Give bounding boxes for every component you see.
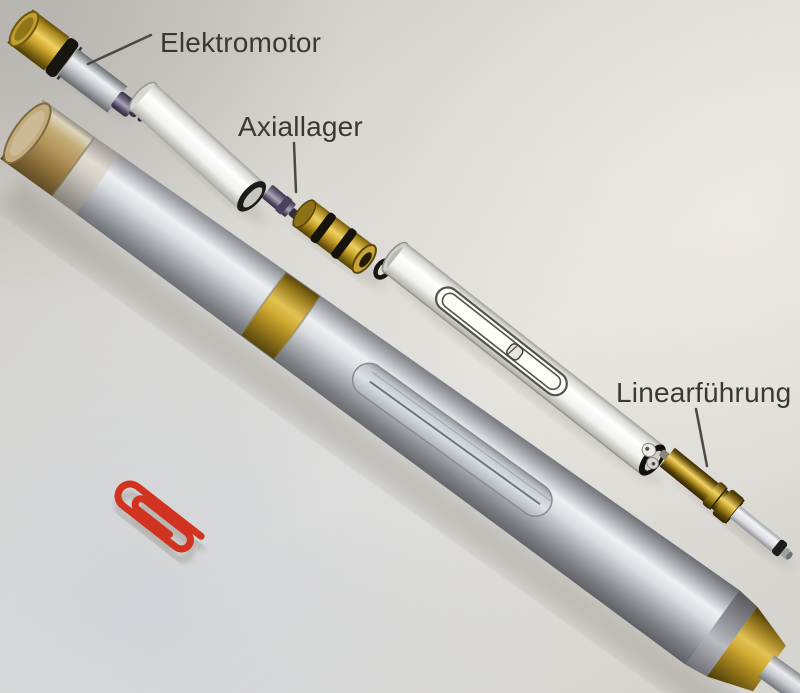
slot-pin-seam	[507, 345, 518, 355]
coupling-body	[262, 185, 296, 217]
cap-body-seam	[52, 137, 95, 196]
guide-collar	[712, 489, 744, 524]
main-cylinder-shoulder	[685, 590, 758, 677]
paperclip-wire	[114, 480, 205, 553]
guide-collar	[702, 482, 727, 509]
paperclip	[114, 480, 206, 563]
fragment	[641, 442, 657, 458]
tube-bottom-edge	[383, 271, 642, 475]
milled-slot-highlight	[371, 371, 551, 502]
label-elektromotor: Elektromotor	[160, 27, 321, 58]
cap-face-center	[10, 110, 45, 156]
milled-slot-seam	[369, 380, 541, 506]
bearing-groove	[310, 212, 336, 244]
tube-short-body	[130, 83, 265, 210]
motor-o-ring	[45, 38, 79, 78]
leader-line-elektromotor	[86, 33, 153, 66]
main-cylinder-shadow	[0, 177, 768, 693]
housing-tube-short	[128, 81, 267, 212]
leader-line-linearfuehrung	[694, 407, 709, 468]
motor-body	[57, 48, 128, 113]
label-axiallager: Axiallager	[238, 111, 363, 142]
main-cylinder	[0, 99, 800, 693]
tube-top-edge	[406, 243, 664, 447]
bearing-bore	[359, 252, 372, 268]
coupling-collar	[275, 196, 293, 215]
slot-window-inner	[441, 292, 562, 391]
gold-band-edge	[240, 272, 287, 335]
guide-tip-black-band	[771, 539, 788, 557]
cap-reflection	[52, 137, 120, 215]
fragment-fleck	[645, 446, 650, 451]
leader-line-axiallager	[292, 141, 298, 194]
guide-white-tip	[729, 505, 782, 552]
bearing-groove	[331, 228, 357, 259]
slot-window	[435, 286, 568, 397]
electric-motor	[7, 9, 143, 122]
motor-cap-face-center	[14, 17, 34, 41]
guide-tip-end	[785, 552, 793, 560]
gold-band-edge	[274, 296, 321, 360]
guide-collar-groove	[724, 499, 745, 524]
slot-pin	[506, 343, 524, 361]
leader-lines	[86, 33, 709, 468]
bearing-body	[292, 198, 375, 273]
axial-bearing	[292, 198, 377, 274]
tube-short-opening-inner	[243, 187, 263, 208]
linear-guide	[659, 447, 793, 560]
main-cylinder-brass-cap	[0, 99, 97, 198]
main-cylinder-gold-band	[240, 272, 321, 360]
main-cylinder-drive-rod	[758, 655, 800, 693]
bearing-near-face	[292, 199, 317, 229]
label-linearfuehrung: Linearführung	[616, 377, 791, 408]
fragment-fleck	[651, 461, 656, 466]
guide-collar-groove	[709, 487, 728, 510]
guide-fragments	[641, 442, 659, 470]
